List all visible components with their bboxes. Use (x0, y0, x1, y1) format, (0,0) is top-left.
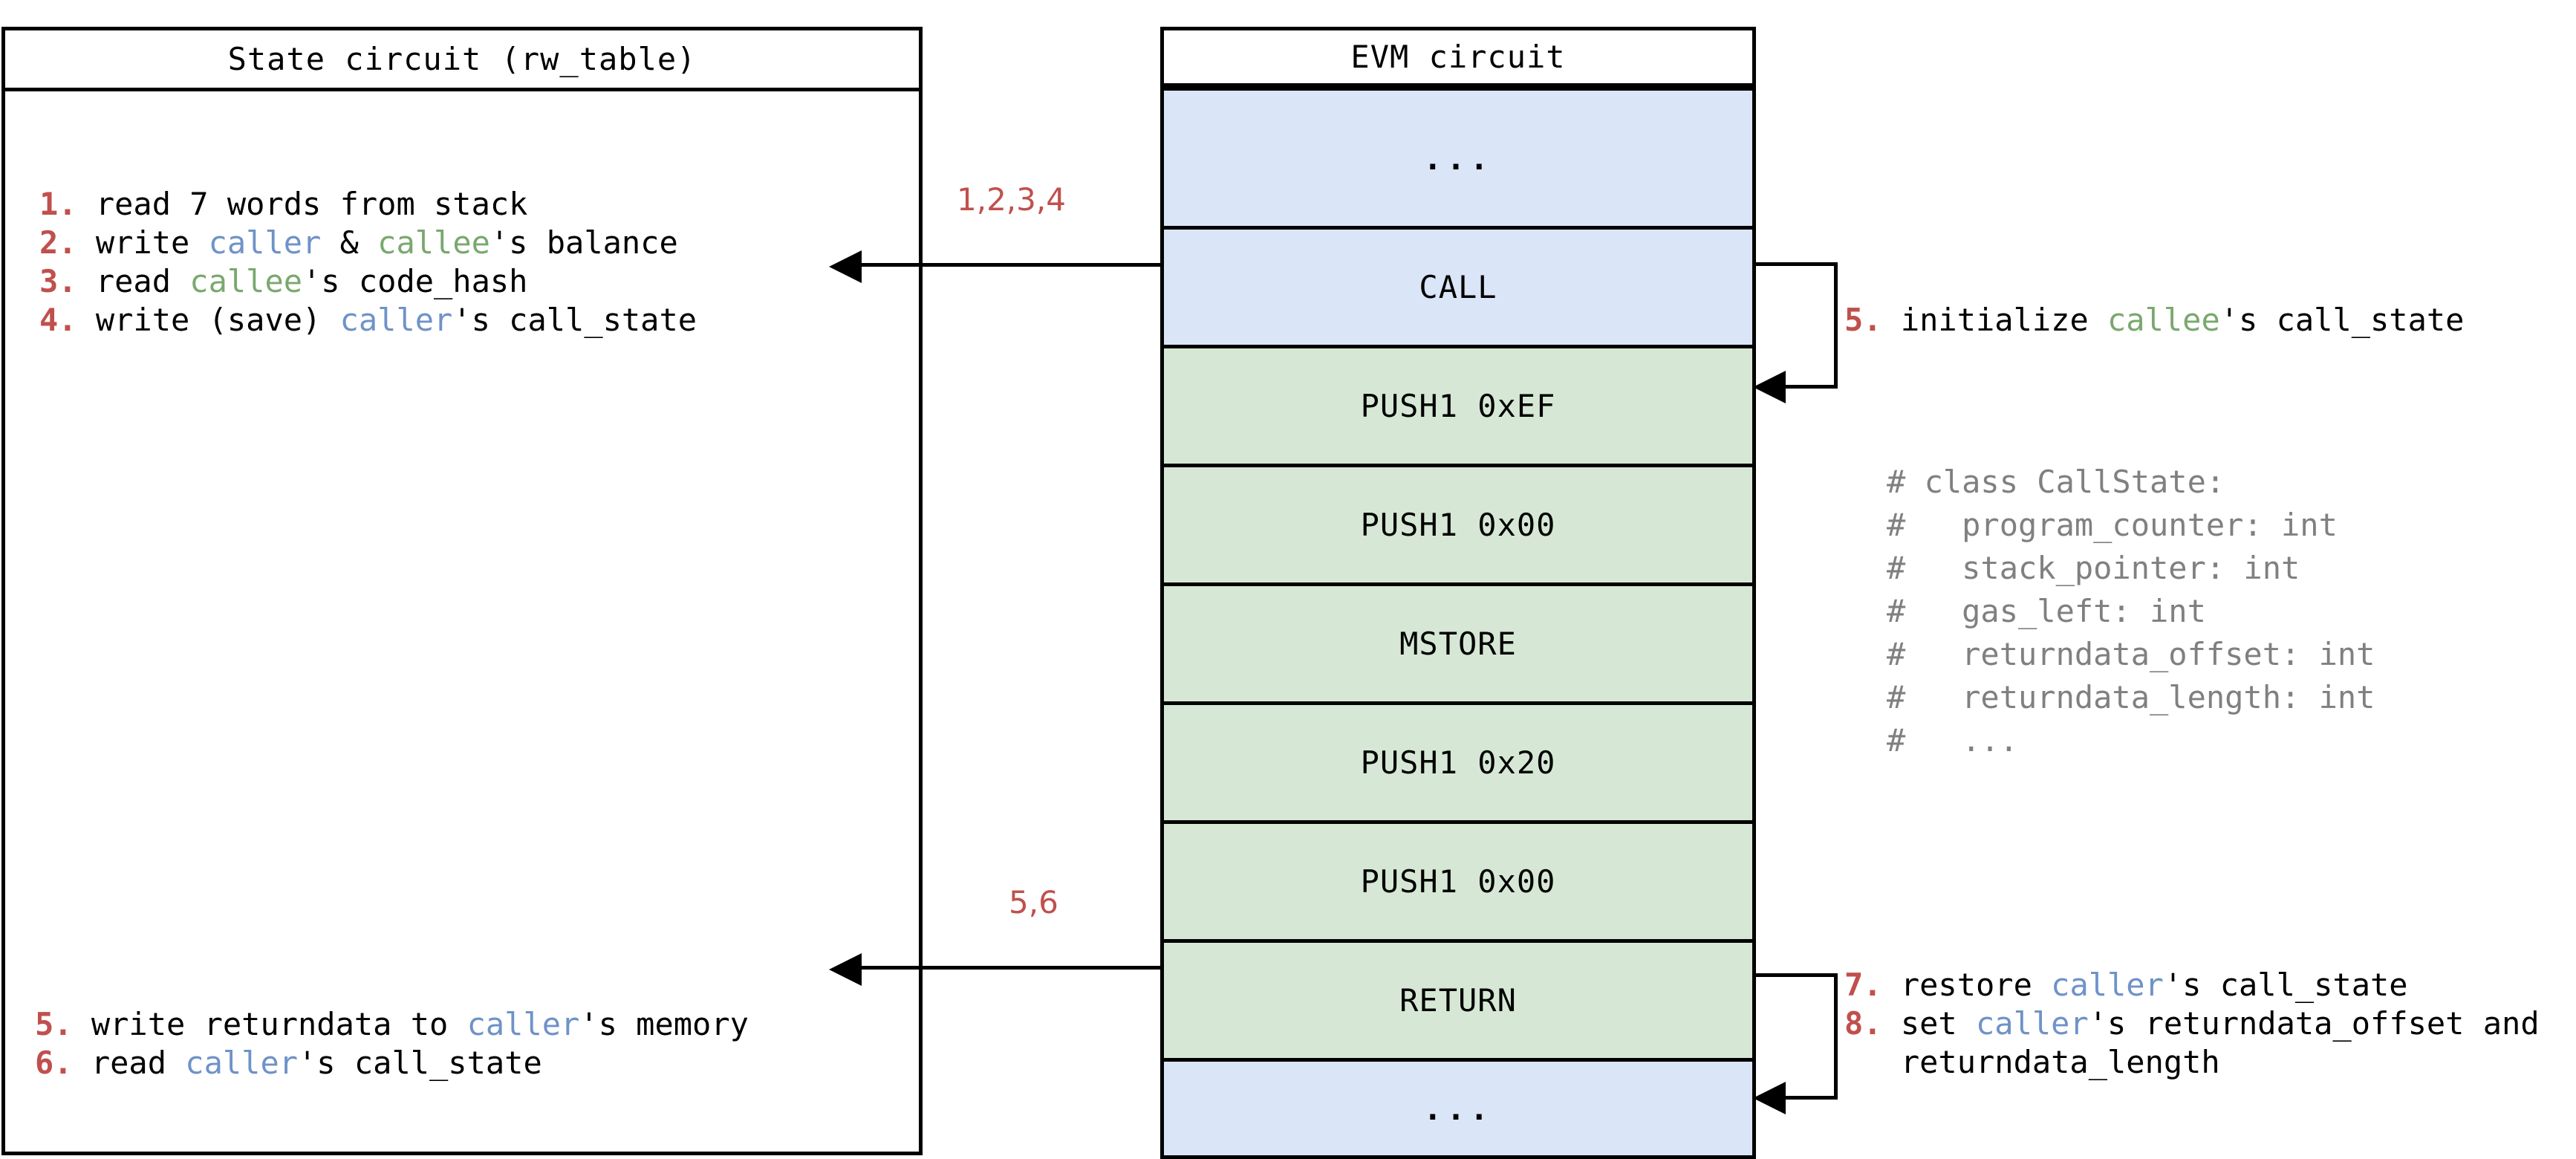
evm-cell-opcode: PUSH1 0x00 (1160, 820, 1756, 943)
arrow-1234-head (829, 250, 862, 283)
list-item-number: 8. (1844, 1005, 1882, 1042)
state-circuit-title: State circuit (rw_table) (5, 30, 919, 91)
note-8-continuation: returndata_length (1844, 1044, 2220, 1080)
list-item-text: write (77, 224, 209, 261)
evm-cell-label: ... (1423, 1090, 1493, 1127)
connector-78-top (1754, 973, 1838, 977)
list-item: 1. read 7 words from stack (39, 185, 894, 224)
list-item: 7. restore caller's call_state (1844, 966, 2576, 1004)
token-caller: caller (208, 224, 322, 261)
token-caller: caller (339, 302, 453, 338)
evm-circuit-title: EVM circuit (1160, 27, 1756, 87)
list-item: 5. write returndata to caller's memory (35, 1005, 911, 1044)
list-item-text: write returndata to (72, 1006, 467, 1042)
list-item-text: 's code_hash (302, 263, 528, 299)
connector-5-head (1753, 371, 1786, 403)
list-item-number: 3. (39, 263, 77, 299)
evm-cell-label: PUSH1 0xEF (1360, 388, 1556, 424)
list-item-text: set (1881, 1005, 1977, 1042)
comment-line: # class CallState: (1887, 464, 2225, 500)
list-item-text: 's call_state (2219, 302, 2465, 338)
connector-78-head (1753, 1082, 1786, 1114)
evm-cell-opcode: CALL (1160, 226, 1756, 348)
comment-line: # ... (1887, 722, 2019, 759)
list-item-number: 6. (35, 1045, 73, 1081)
list-item-text: read 7 words from stack (77, 186, 528, 222)
list-item: 2. write caller & callee's balance (39, 224, 894, 262)
list-item-text: initialize (1881, 302, 2108, 338)
evm-cell-label: PUSH1 0x00 (1360, 863, 1556, 900)
evm-cell-opcode: PUSH1 0x00 (1160, 464, 1756, 586)
list-item-number: 7. (1844, 967, 1882, 1003)
callstate-class-comment: # class CallState: # program_counter: int… (1887, 461, 2576, 762)
evm-cell-ellipsis: ... (1160, 1058, 1756, 1159)
evm-cell-opcode: PUSH1 0xEF (1160, 345, 1756, 467)
list-item: 4. write (save) caller's call_state (39, 301, 894, 340)
comment-line: # program_counter: int (1887, 507, 2338, 543)
connector-5-top (1754, 262, 1838, 266)
evm-cell-label: RETURN (1399, 982, 1517, 1019)
connector-5-bottom (1783, 385, 1838, 389)
token-callee: callee (2107, 302, 2220, 338)
list-item-text: 's memory (579, 1006, 749, 1042)
list-item-text: 's call_state (452, 302, 697, 338)
connector-78-bottom (1783, 1096, 1838, 1100)
evm-cell-opcode: PUSH1 0x20 (1160, 701, 1756, 824)
arrow-1234-label: 1,2,3,4 (957, 181, 1066, 218)
arrow-56-head (829, 953, 862, 986)
comment-line: # returndata_length: int (1887, 679, 2375, 715)
token-caller: caller (466, 1006, 580, 1042)
note-initialize-callee-callstate: 5. initialize callee's call_state (1844, 301, 2576, 340)
list-item-text: read (77, 263, 190, 299)
connector-78-side (1834, 973, 1838, 1100)
evm-cell-opcode: RETURN (1160, 939, 1756, 1062)
list-item-text: restore (1881, 967, 2052, 1003)
list-item-number: 4. (39, 302, 77, 338)
list-item-text: 's call_state (2163, 967, 2408, 1003)
list-item-text: 's balance (489, 224, 678, 261)
list-item-number: 2. (39, 224, 77, 261)
list-item-text: 's call_state (298, 1045, 542, 1081)
token-caller: caller (1976, 1005, 2089, 1042)
list-item-text: & (321, 224, 378, 261)
token-callee: callee (377, 224, 490, 261)
state-circuit-panel: State circuit (rw_table) 1. read 7 words… (1, 27, 923, 1155)
arrow-56-label: 5,6 (1009, 884, 1058, 921)
list-item: 3. read callee's code_hash (39, 262, 894, 301)
token-caller: caller (185, 1045, 299, 1081)
comment-line: # returndata_offset: int (1887, 636, 2375, 672)
comment-line: # gas_left: int (1887, 593, 2206, 629)
evm-cell-label: PUSH1 0x20 (1360, 744, 1556, 781)
list-item-number: 5. (35, 1006, 73, 1042)
comment-line: # stack_pointer: int (1887, 550, 2300, 586)
arrow-56-line (862, 966, 1162, 970)
list-item-number: 1. (39, 186, 77, 222)
connector-5-side (1834, 262, 1838, 389)
list-item: 5. initialize callee's call_state (1844, 301, 2576, 340)
list-item-text: 's returndata_offset and (2088, 1005, 2540, 1042)
list-item: 6. read caller's call_state (35, 1044, 911, 1082)
evm-cell-label: PUSH1 0x00 (1360, 507, 1556, 543)
evm-cell-label: MSTORE (1399, 626, 1517, 662)
evm-cell-ellipsis: ... (1160, 87, 1756, 230)
list-item: 8. set caller's returndata_offset and (1844, 1004, 2576, 1043)
evm-cell-label: ... (1423, 140, 1493, 177)
evm-cell-opcode: MSTORE (1160, 582, 1756, 705)
evm-cell-label: CALL (1419, 269, 1497, 305)
token-callee: callee (189, 263, 303, 299)
token-caller: caller (2051, 967, 2164, 1003)
list-item-text: write (save) (77, 302, 340, 338)
list-item-text: read (72, 1045, 186, 1081)
arrow-1234-line (862, 263, 1162, 267)
list-item-number: 5. (1844, 302, 1882, 338)
